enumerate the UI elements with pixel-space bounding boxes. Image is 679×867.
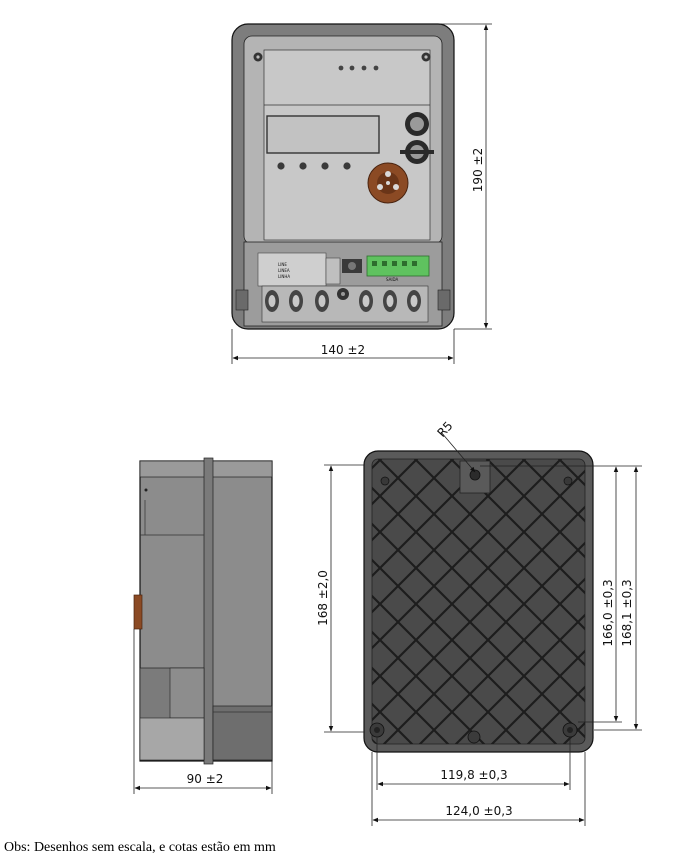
seal-button-icon — [400, 140, 434, 164]
front-width-dimension: 140 ±2 — [321, 343, 365, 357]
side-view: 90 ±2 — [133, 457, 273, 794]
mounting-hole-icon — [467, 730, 481, 744]
screw-icon — [337, 288, 349, 300]
drawing-note: Obs: Desenhos sem escala, e cotas estão … — [4, 840, 276, 855]
screw-icon — [342, 259, 362, 273]
terminal-label-linea: LINEA — [278, 268, 290, 273]
front-view: LINE LINEA LINHA SAIDA — [231, 23, 492, 364]
screw-icon — [253, 52, 263, 62]
indicator-leds-top — [338, 65, 379, 71]
terminal-label-plate — [257, 252, 327, 287]
connector-label: SAIDA — [386, 277, 399, 282]
terminal-block — [261, 285, 429, 323]
terminal-label-line: LINE — [278, 262, 287, 267]
mounting-hole-icon — [562, 722, 578, 738]
screw-icon — [421, 52, 431, 62]
push-button-icon — [405, 112, 429, 136]
back-width-dimension: 124,0 ±0,3 — [445, 804, 512, 818]
front-height-dimension: 190 ±2 — [471, 148, 485, 192]
corner-hole-icon — [563, 476, 573, 486]
optical-port-icon — [367, 162, 409, 204]
total-vertical-dimension: 168,1 ±0,3 — [620, 579, 634, 646]
side-depth-dimension: 90 ±2 — [187, 772, 224, 786]
lcd-display — [266, 115, 380, 154]
terminal-label-linha: LINHA — [278, 274, 290, 279]
hole-vertical-dimension: 166,0 ±0,3 — [601, 579, 615, 646]
diamond-rib-pattern — [372, 459, 585, 744]
back-height-dimension: 168 ±2,0 — [316, 570, 330, 626]
back-view: R5 168 ±2,0 166,0 ±0,3 168,1 ±0,3 119,8 … — [316, 419, 642, 826]
hole-spacing-dimension: 119,8 ±0,3 — [440, 768, 507, 782]
radius-dimension: R5 — [434, 419, 455, 440]
corner-hole-icon — [380, 476, 390, 486]
indicator-leds — [277, 162, 351, 170]
mounting-hole-icon — [369, 722, 385, 738]
